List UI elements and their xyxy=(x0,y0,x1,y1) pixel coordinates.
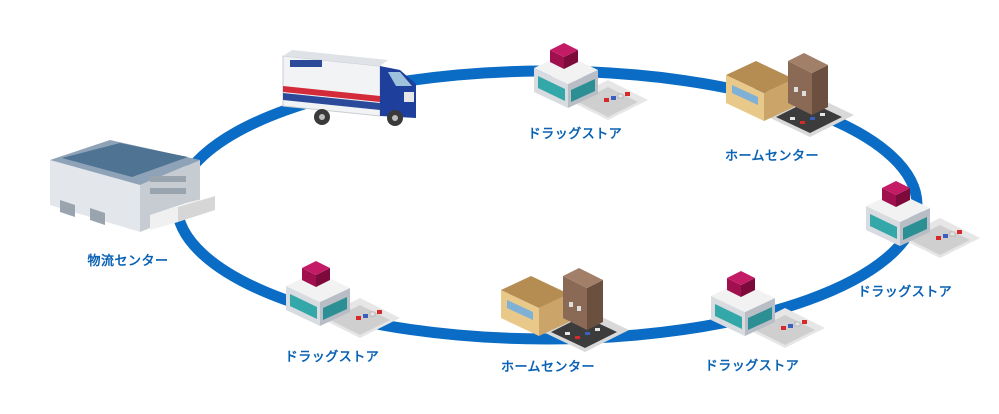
drugstore-icon xyxy=(710,270,826,349)
drugstore-icon xyxy=(285,260,401,339)
delivery-truck-icon xyxy=(282,50,416,126)
drugstore-icon xyxy=(865,180,981,259)
drugstore-icon xyxy=(533,42,649,121)
node-label-home-center-top: ホームセンター xyxy=(724,149,820,164)
node-label-drugstore-top: ドラッグストア xyxy=(527,127,623,142)
home-center-icon xyxy=(726,53,854,137)
node-label-home-center-bottom: ホームセンター xyxy=(500,360,596,375)
node-label-distribution-center: 物流センター xyxy=(87,254,169,269)
node-label-drugstore-bottom-right: ドラッグストア xyxy=(704,359,800,374)
node-label-drugstore-right: ドラッグストア xyxy=(857,285,953,300)
warehouse-icon xyxy=(50,140,215,232)
node-label-drugstore-bottom-left: ドラッグストア xyxy=(284,350,380,365)
